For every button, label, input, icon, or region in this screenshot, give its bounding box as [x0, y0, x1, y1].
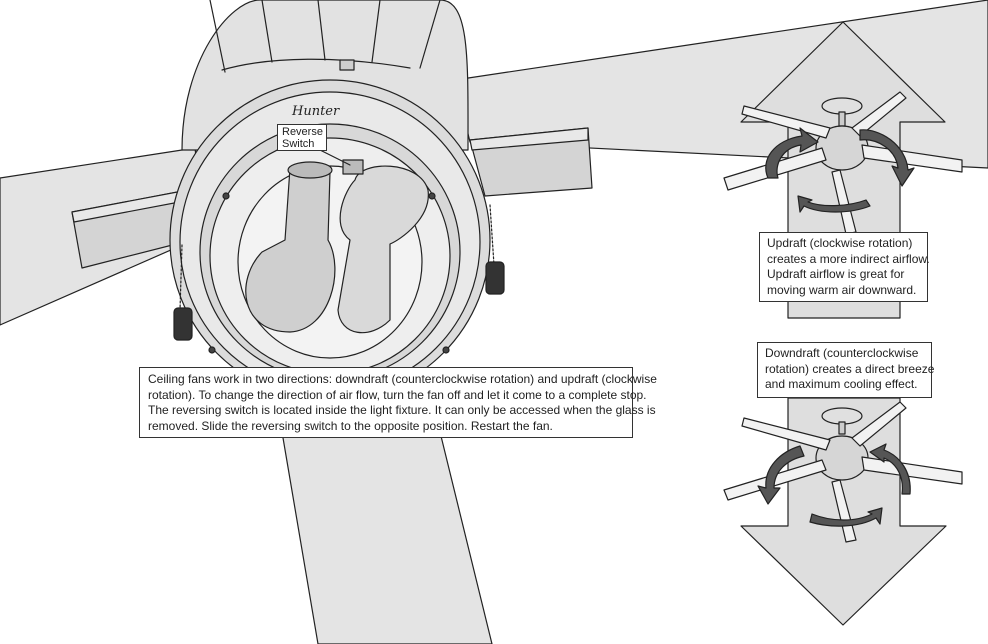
ceiling-fan-icon — [723, 401, 963, 543]
blade-iron-left — [71, 189, 193, 269]
reverse-switch-label: Reverse Switch — [277, 124, 327, 151]
downdraft-diagram — [723, 397, 963, 626]
downdraft-line: rotation) creates a direct breeze — [765, 361, 935, 376]
downdraft-callout: Downdraft (counterclockwise rotation) cr… — [757, 342, 935, 398]
reverse-switch-label-line: Reverse — [282, 126, 323, 138]
instruction-line: Ceiling fans work in two directions: dow… — [148, 372, 657, 386]
rotation-arrow-icon — [809, 507, 883, 527]
updraft-line: Updraft (clockwise rotation) — [767, 236, 913, 250]
rotation-arrow-icon — [765, 127, 819, 179]
fan-blade-bottom — [281, 431, 493, 644]
reverse-switch-leader — [319, 149, 351, 166]
instruction-line: The reversing switch is located inside t… — [148, 403, 656, 418]
downdraft-line: and maximum cooling effect. — [765, 377, 918, 391]
rotation-arrow-icon — [797, 195, 871, 213]
updraft-line: moving warm air downward. — [767, 282, 917, 297]
pull-chain-icon — [173, 204, 505, 341]
blade-iron-right — [469, 127, 593, 197]
updraft-line: Updraft airflow is great for — [767, 267, 905, 281]
rotation-arrow-icon — [757, 445, 805, 505]
light-bulb-icon — [245, 159, 429, 334]
main-instructions-callout: Ceiling fans work in two directions: dow… — [139, 367, 657, 438]
brand-logo: Hunter — [291, 104, 340, 119]
instruction-line: rotation). To change the direction of ai… — [148, 387, 647, 402]
updraft-callout: Updraft (clockwise rotation) creates a m… — [759, 232, 930, 302]
updraft-line: creates a more indirect airflow. — [767, 251, 930, 266]
rotation-arrow-icon — [859, 129, 915, 187]
instruction-line: removed. Slide the reversing switch to t… — [148, 418, 553, 433]
downdraft-line: Downdraft (counterclockwise — [765, 346, 919, 360]
rotation-arrow-icon — [869, 443, 911, 495]
reverse-switch-label-line: Switch — [282, 138, 315, 150]
light-kit — [169, 79, 491, 401]
